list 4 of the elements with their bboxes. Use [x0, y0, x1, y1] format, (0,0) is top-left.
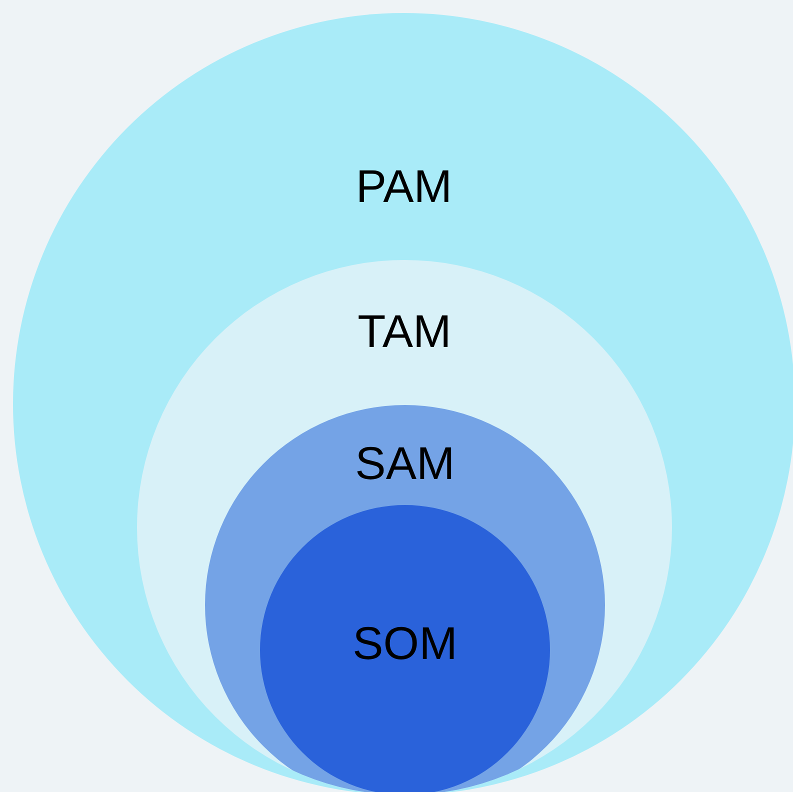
circle-label: SOM — [352, 620, 458, 666]
circle-label: PAM — [356, 163, 452, 209]
circle-label: SAM — [355, 440, 455, 486]
circle-label: TAM — [358, 308, 452, 354]
